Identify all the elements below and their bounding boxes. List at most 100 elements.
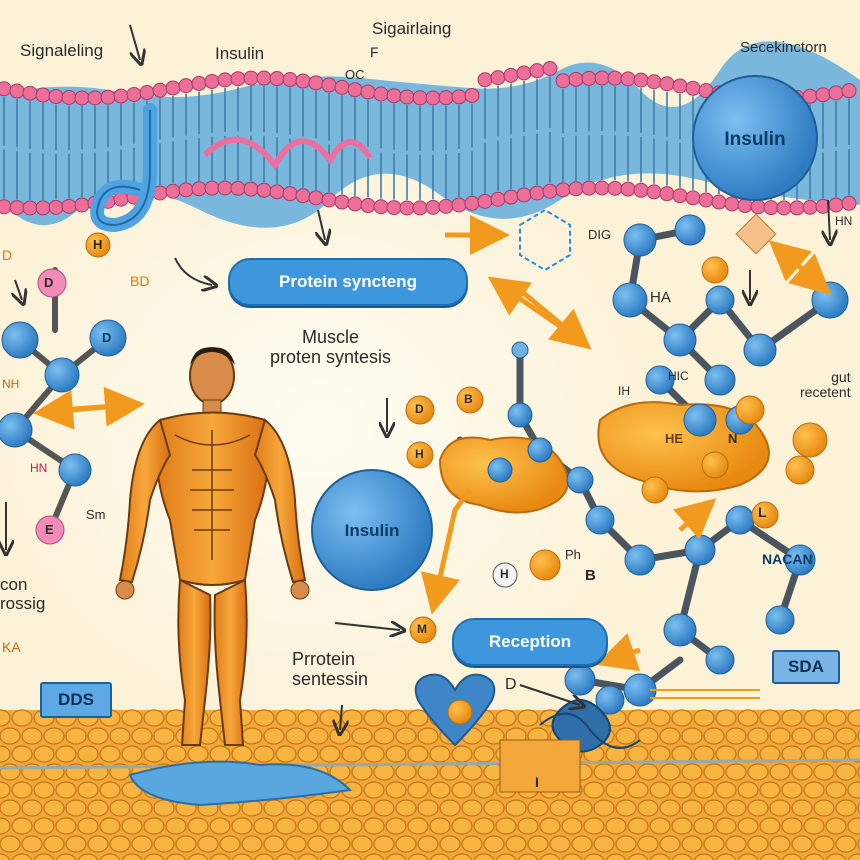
lipid-head bbox=[165, 183, 181, 199]
fat-cell bbox=[439, 835, 461, 853]
fat-cell bbox=[671, 745, 693, 763]
lipid-head bbox=[269, 184, 285, 200]
lipid-head bbox=[724, 196, 740, 212]
he-label: HE bbox=[665, 431, 684, 446]
lipid-head bbox=[126, 86, 142, 102]
fat-cell bbox=[55, 745, 77, 763]
fat-cell bbox=[65, 799, 87, 817]
d-left-label: D bbox=[2, 247, 13, 263]
fat-cell bbox=[561, 817, 583, 835]
membrane bbox=[0, 41, 860, 228]
fat-cell bbox=[671, 709, 693, 727]
fat-cell bbox=[297, 853, 319, 860]
fat-cell bbox=[583, 817, 605, 835]
fat-cell bbox=[781, 853, 803, 860]
fat-cell bbox=[825, 709, 847, 727]
fat-cell bbox=[813, 799, 835, 817]
fat-cell bbox=[681, 835, 703, 853]
fat-cell bbox=[275, 709, 297, 727]
signaling-label-mid: Sigairlaing bbox=[372, 19, 452, 38]
fat-cell bbox=[143, 853, 165, 860]
fat-cell bbox=[495, 817, 517, 835]
fat-cell bbox=[747, 835, 769, 853]
fat-cell bbox=[285, 835, 307, 853]
fat-cell bbox=[87, 835, 109, 853]
fat-cell bbox=[451, 745, 473, 763]
fat-cell bbox=[803, 709, 825, 727]
fat-cell bbox=[77, 745, 99, 763]
fat-cell bbox=[583, 781, 605, 799]
lipid-head bbox=[594, 70, 610, 86]
fat-cell bbox=[627, 817, 649, 835]
atom-label-orange-b: B bbox=[464, 392, 473, 406]
fat-cell bbox=[77, 853, 99, 860]
fat-cell bbox=[791, 727, 813, 745]
fat-cell bbox=[385, 745, 407, 763]
fat-cell bbox=[263, 727, 285, 745]
fat-cell bbox=[725, 835, 747, 853]
lipid-head bbox=[334, 79, 350, 95]
lipid-head bbox=[217, 180, 233, 196]
fat-cell bbox=[429, 853, 451, 860]
fat-cell bbox=[33, 781, 55, 799]
fat-cell bbox=[451, 781, 473, 799]
fat-cell bbox=[681, 763, 703, 781]
lipid-head bbox=[295, 188, 311, 204]
lipid-head bbox=[178, 78, 194, 94]
fat-cell bbox=[175, 835, 197, 853]
fat-cell bbox=[473, 853, 495, 860]
lipid-head bbox=[22, 85, 38, 101]
lipid-head bbox=[672, 188, 688, 204]
fat-cell bbox=[275, 817, 297, 835]
fat-cell bbox=[803, 745, 825, 763]
lipid-head bbox=[451, 89, 467, 105]
lipid-head bbox=[100, 89, 116, 105]
fat-cell bbox=[297, 817, 319, 835]
fat-cell bbox=[615, 763, 637, 781]
fat-cell bbox=[329, 727, 351, 745]
fat-cell bbox=[143, 817, 165, 835]
fat-cell bbox=[307, 835, 329, 853]
lipid-head bbox=[685, 80, 701, 96]
fat-cell bbox=[571, 799, 593, 817]
fat-cell bbox=[627, 853, 649, 860]
fat-cell bbox=[561, 853, 583, 860]
fat-cell bbox=[99, 853, 121, 860]
fat-cell bbox=[99, 781, 121, 799]
lipid-head bbox=[529, 185, 545, 201]
fat-cell bbox=[407, 817, 429, 835]
fat-cell bbox=[21, 835, 43, 853]
fat-cell bbox=[131, 799, 153, 817]
fat-cell bbox=[715, 817, 737, 835]
signaling-label: Signaleling bbox=[20, 41, 104, 60]
fat-cell bbox=[583, 853, 605, 860]
fat-cell bbox=[121, 709, 143, 727]
lipid-head bbox=[321, 77, 337, 93]
right-molecule-atoms bbox=[405, 214, 849, 715]
fat-cell bbox=[637, 799, 659, 817]
fat-cell bbox=[363, 781, 385, 799]
b-label: B bbox=[585, 567, 596, 584]
fat-cell bbox=[43, 799, 65, 817]
lipid-head bbox=[685, 190, 701, 206]
lipid-head bbox=[633, 182, 649, 198]
fat-cell bbox=[451, 817, 473, 835]
lipid-head bbox=[659, 186, 675, 202]
lipid-head bbox=[386, 88, 402, 104]
fat-cell bbox=[791, 763, 813, 781]
lipid-head bbox=[542, 183, 558, 199]
fat-cell bbox=[253, 745, 275, 763]
atom-label-orange-d: D bbox=[415, 402, 424, 416]
gut-receptor-label: gut recetent bbox=[800, 369, 851, 401]
fat-cell bbox=[165, 745, 187, 763]
fat-cell bbox=[539, 817, 561, 835]
fat-cell bbox=[55, 781, 77, 799]
lipid-head bbox=[412, 90, 428, 106]
insulin-circle-top bbox=[692, 75, 818, 201]
lipid-head bbox=[22, 200, 38, 216]
fat-cell bbox=[153, 835, 175, 853]
lipid-head bbox=[633, 72, 649, 88]
fat-cell bbox=[297, 745, 319, 763]
bd-label: BD bbox=[130, 273, 150, 289]
